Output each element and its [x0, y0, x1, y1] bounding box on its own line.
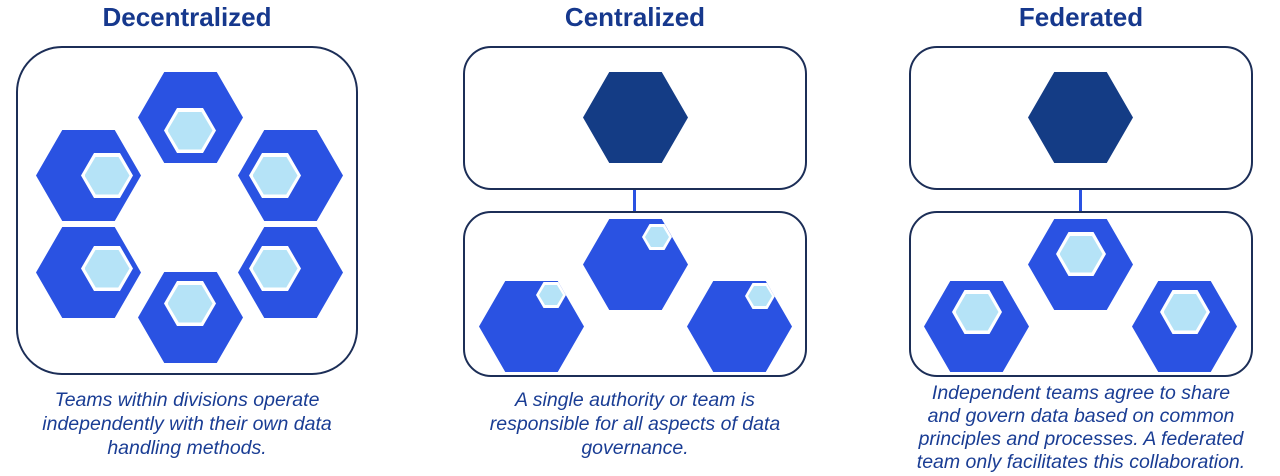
team-hexagon-icon	[1028, 219, 1133, 310]
nucleus-ring-icon	[1056, 232, 1106, 276]
nucleus-ring-icon	[164, 281, 216, 326]
centralized-teams-box	[463, 211, 807, 377]
panel-title-federated: Federated	[1018, 2, 1144, 32]
connector-line	[1079, 189, 1082, 213]
federated-teams-box	[909, 211, 1253, 377]
panel-title-decentralized: Decentralized	[102, 2, 272, 32]
connector-line	[633, 189, 636, 213]
caption-federated: Independent teams agree to share and gov…	[916, 382, 1246, 473]
nucleus-icon	[539, 285, 563, 305]
caption-decentralized: Teams within divisions operate independe…	[42, 389, 332, 459]
nucleus-ring-icon	[81, 153, 133, 198]
nucleus-ring-icon	[164, 108, 216, 153]
nucleus-icon	[955, 293, 999, 331]
centralized-authority-box	[463, 46, 807, 190]
nucleus-icon	[748, 286, 772, 306]
nucleus-icon	[167, 284, 213, 323]
panel-title-centralized: Centralized	[564, 2, 706, 32]
nucleus-icon	[1059, 235, 1103, 273]
nucleus-ring-icon	[952, 290, 1002, 334]
decentralized-teams-box	[16, 46, 358, 375]
nucleus-icon	[645, 227, 669, 247]
federated-facilitator-box	[909, 46, 1253, 190]
caption-centralized: A single authority or team is responsibl…	[489, 389, 781, 459]
team-hexagon-icon	[238, 130, 343, 221]
nucleus-ring-icon	[1160, 290, 1210, 334]
team-hexagon-icon	[36, 130, 141, 221]
nucleus-icon	[1163, 293, 1207, 331]
